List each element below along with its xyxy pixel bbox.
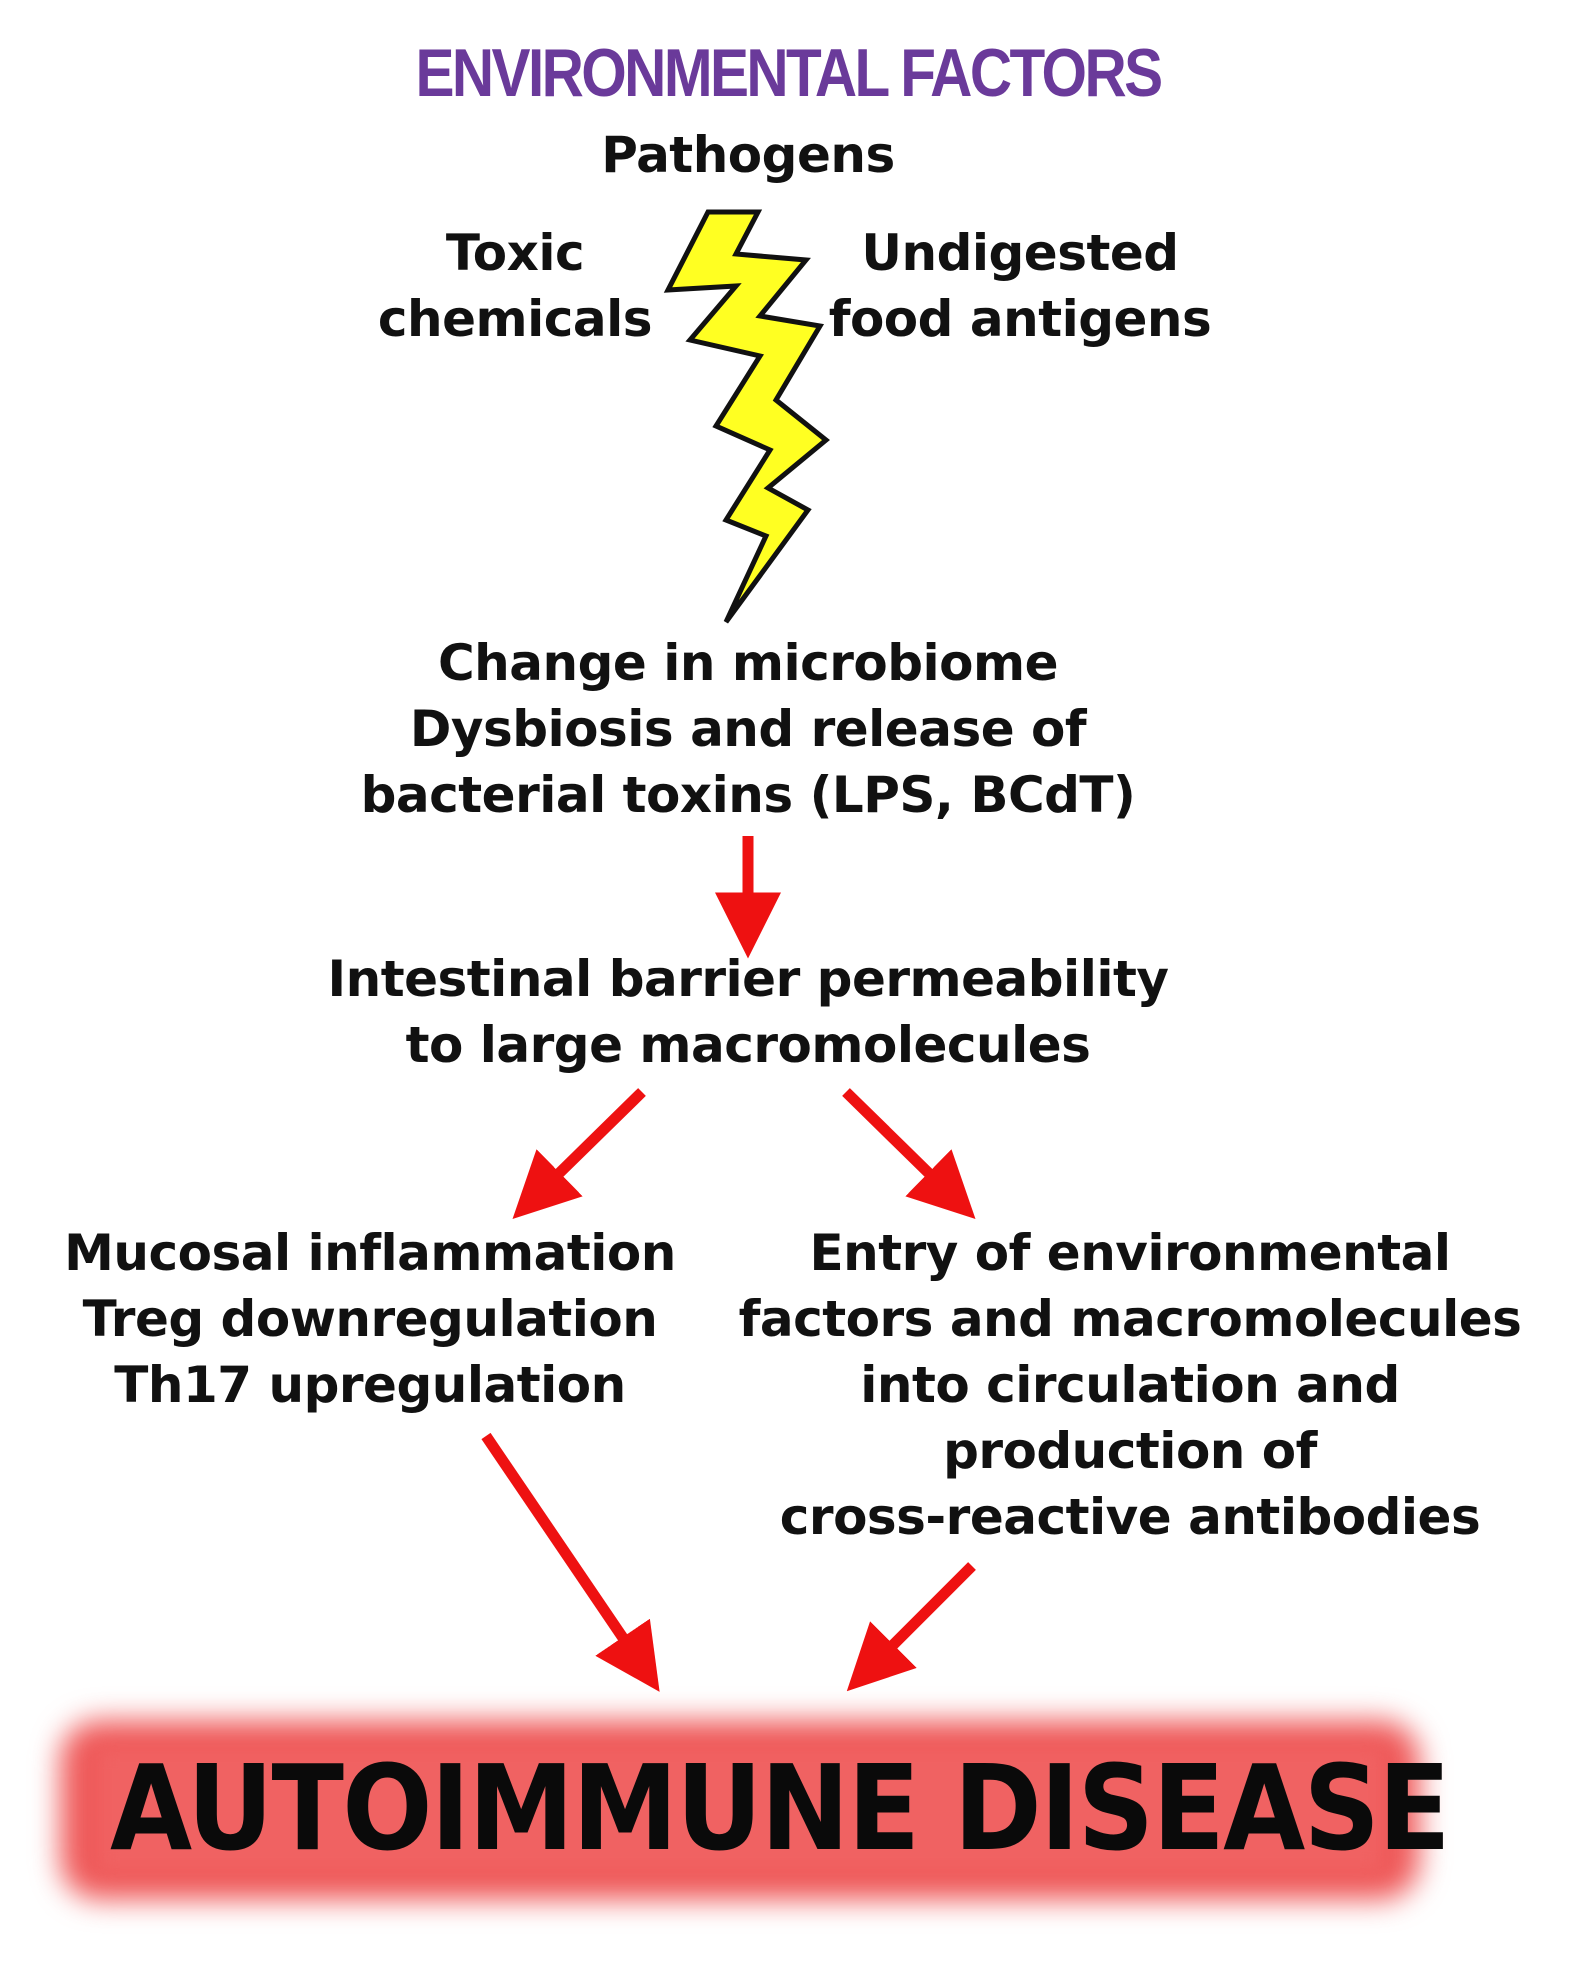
step-barrier-line-1: Intestinal barrier permeability [327, 950, 1169, 1008]
factor-pathogens: Pathogens [601, 126, 895, 184]
factor-undigested-line-2: food antigens [828, 290, 1212, 348]
step-entry-line-5: cross-reactive antibodies [779, 1488, 1481, 1546]
step-entry-circulation: Entry of environmental factors and macro… [700, 1220, 1560, 1550]
arrow-barrier-to-entry [842, 1088, 976, 1219]
outcome-banner: AUTOIMMUNE DISEASE [40, 1700, 1451, 1920]
step-mucosal-line-1: Mucosal inflammation [64, 1224, 676, 1282]
step-microbiome-line-2: Dysbiosis and release of [409, 700, 1087, 758]
step-microbiome-change: Change in microbiome Dysbiosis and relea… [248, 630, 1248, 828]
factor-toxic-chemicals: Toxic chemicals [270, 220, 760, 352]
step-microbiome-line-3: bacterial toxins (LPS, BCdT) [360, 766, 1136, 824]
outcome-label: AUTOIMMUNE DISEASE [110, 1739, 1451, 1877]
step-entry-line-1: Entry of environmental [809, 1224, 1451, 1282]
factor-toxic-line-1: Toxic [445, 224, 585, 282]
lightning-bolt-icon [663, 209, 830, 624]
step-mucosal-line-3: Th17 upregulation [114, 1356, 626, 1414]
step-mucosal-line-2: Treg downregulation [82, 1290, 658, 1348]
step-barrier-line-2: to large macromolecules [405, 1016, 1091, 1074]
factor-undigested-food-antigens: Undigested food antigens [790, 220, 1250, 352]
factor-toxic-line-2: chemicals [377, 290, 653, 348]
step-entry-line-4: production of [943, 1422, 1317, 1480]
step-entry-line-2: factors and macromolecules [738, 1290, 1522, 1348]
arrow-mucosal-to-outcome [481, 1432, 660, 1692]
step-mucosal-inflammation: Mucosal inflammation Treg downregulation… [20, 1220, 720, 1418]
arrow-barrier-to-mucosal [512, 1088, 646, 1219]
arrow-entry-to-outcome [846, 1562, 976, 1692]
factor-undigested-line-1: Undigested [861, 224, 1179, 282]
step-microbiome-line-1: Change in microbiome [437, 634, 1059, 692]
step-entry-line-3: into circulation and [860, 1356, 1400, 1414]
step-intestinal-barrier: Intestinal barrier permeability to large… [248, 946, 1248, 1078]
diagram-title: ENVIRONMENTAL FACTORS [415, 35, 1163, 111]
outcome-banner-core [100, 1750, 1380, 1870]
